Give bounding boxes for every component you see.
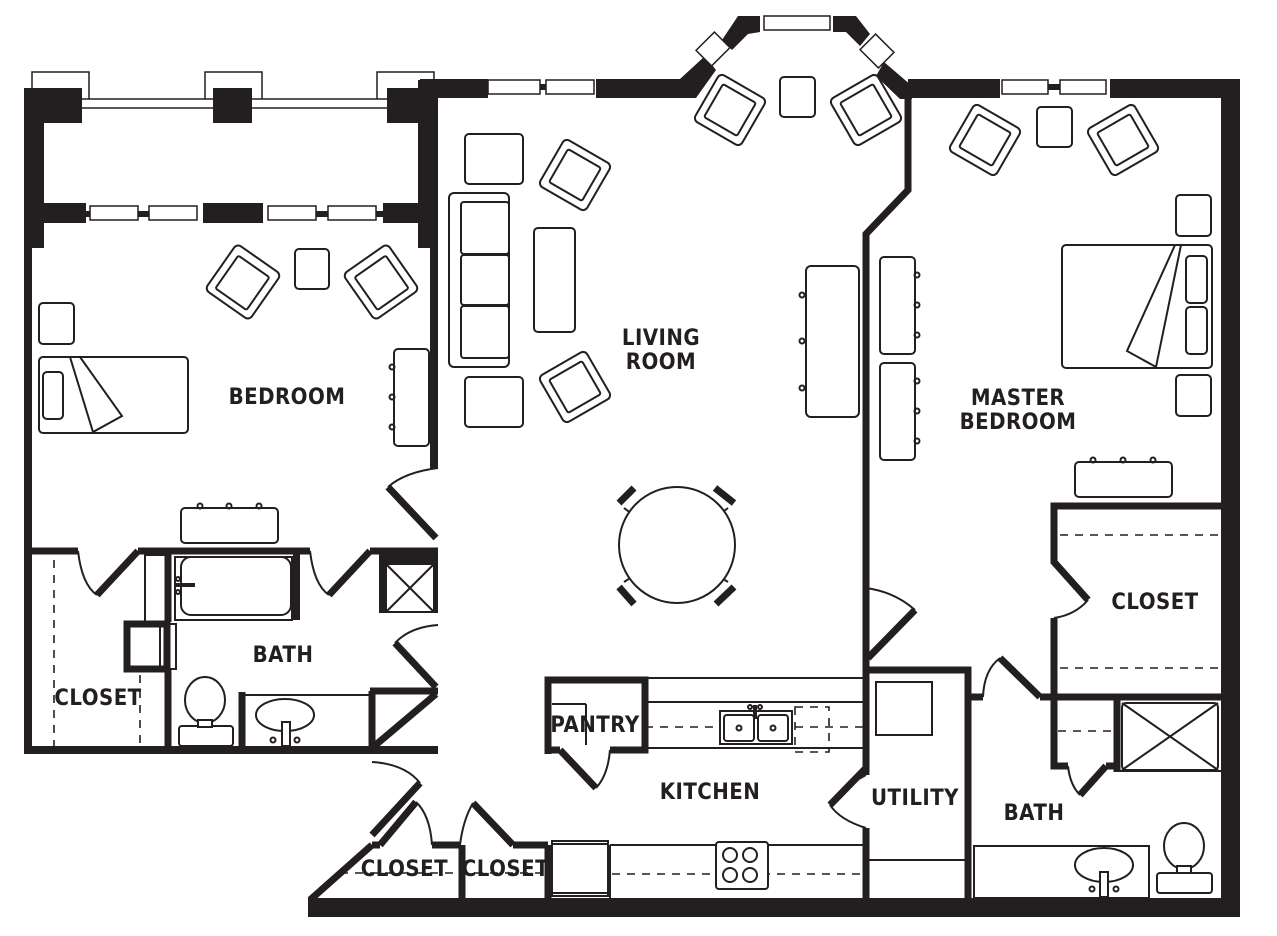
room-label-closet-entry-2: CLOSET	[461, 857, 550, 882]
room-label-bath-left: BATH	[252, 643, 314, 668]
outer-walls	[24, 15, 1240, 917]
living-room-line1: LIVING	[621, 326, 701, 351]
interior-walls	[28, 467, 1224, 903]
bedroom-top-wall	[24, 203, 438, 223]
master-bedroom-line2: BEDROOM	[959, 410, 1077, 435]
room-label-utility: UTILITY	[871, 786, 959, 811]
room-label-closet-left: CLOSET	[54, 686, 142, 711]
room-label-closet-entry-1: CLOSET	[360, 857, 449, 882]
living-room-furniture	[448, 73, 903, 607]
master-bedroom-furniture	[879, 103, 1213, 498]
room-label-living-room: LIVING ROOM	[607, 327, 715, 375]
room-label-pantry: PANTRY	[550, 713, 640, 738]
living-room-line2: ROOM	[625, 350, 697, 375]
room-label-master-bedroom: MASTER BEDROOM	[955, 387, 1081, 435]
dining-table	[616, 485, 737, 607]
master-bedroom-line1: MASTER	[970, 386, 1066, 411]
master-bath-fixtures	[973, 822, 1213, 899]
bedroom-furniture	[38, 244, 430, 544]
left-bath-fixtures	[53, 553, 315, 748]
room-label-bath-master: BATH	[1003, 801, 1065, 826]
kitchen-counters	[551, 677, 864, 898]
room-label-kitchen: KITCHEN	[659, 780, 761, 805]
room-label-bedroom: BEDROOM	[228, 385, 346, 410]
room-label-closet-master: CLOSET	[1111, 590, 1199, 615]
